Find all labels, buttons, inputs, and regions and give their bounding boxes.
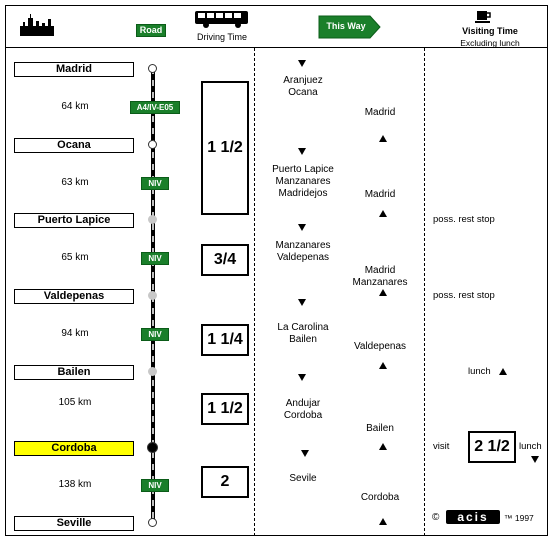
this-way-label: This Way: [326, 21, 366, 31]
city-label-ocana: Ocana: [14, 138, 134, 153]
city-label-madrid: Madrid: [14, 62, 134, 77]
city-label-puerto-lapice: Puerto Lapice: [14, 213, 134, 228]
up-arrow-icon: [379, 443, 387, 450]
road-badge: NIV: [141, 177, 169, 190]
driving-time-box: 2: [201, 466, 249, 498]
driving-time-box: 3/4: [201, 244, 249, 276]
down-arrow-icon: [298, 299, 306, 306]
copyright-symbol: ©: [432, 512, 440, 523]
city-label-valdepenas: Valdepenas: [14, 289, 134, 304]
return-stop: Cordoba: [360, 492, 400, 503]
trademark-year: ™ 1997: [504, 513, 534, 523]
city-node-ocana: [148, 140, 157, 149]
visiting-time-box: 2 1/2: [468, 431, 516, 463]
acis-logo: acis: [446, 510, 500, 524]
city-node-bailen: [148, 367, 157, 376]
header-divider: [6, 47, 547, 48]
city-node-puerto-lapice: [148, 215, 157, 224]
down-arrow-icon: [298, 148, 306, 155]
city-skyline-icon: [20, 14, 54, 36]
city-node-valdepenas: [148, 291, 157, 300]
up-arrow-icon: [379, 210, 387, 217]
visiting-time-subheader: Excluding lunch: [460, 38, 520, 48]
coffee-cup-icon: [475, 11, 491, 23]
return-stop: Bailen: [366, 423, 394, 434]
city-node-madrid: [148, 64, 157, 73]
visiting-time-header: Visiting Time: [462, 26, 518, 36]
up-arrow-icon: [499, 368, 507, 375]
lunch-note: lunch: [468, 366, 491, 377]
leg-distance: 138 km: [58, 479, 92, 490]
city-label-seville: Seville: [14, 516, 134, 531]
driving-time-header: Driving Time: [196, 32, 247, 42]
return-stop: Madrid: [364, 189, 396, 200]
leg-distance: 94 km: [61, 328, 89, 339]
return-stop: Madrid: [364, 107, 396, 118]
city-label-cordoba: Cordoba: [14, 441, 134, 456]
down-arrow-icon: [301, 450, 309, 457]
rest-stop-note: poss. rest stop: [433, 214, 495, 225]
driving-time-box: 1 1/2: [201, 81, 249, 215]
down-arrow-icon: [298, 60, 306, 67]
road-legend-badge: Road: [136, 24, 166, 37]
up-arrow-icon: [379, 518, 387, 525]
column-divider-right: [424, 48, 425, 536]
lunch-note: lunch: [519, 441, 542, 452]
down-arrow-icon: [298, 374, 306, 381]
up-arrow-icon: [379, 289, 387, 296]
driving-time-box: 1 1/2: [201, 393, 249, 425]
road-badge: A4/IV-E05: [130, 101, 180, 114]
leg-distance: 65 km: [61, 252, 89, 263]
road-badge: NIV: [141, 479, 169, 492]
down-arrow-icon: [298, 224, 306, 231]
up-arrow-icon: [379, 362, 387, 369]
leg-distance: 105 km: [58, 397, 92, 408]
this-way-arrow-icon: [318, 15, 381, 39]
outbound-stop: Sevile: [289, 473, 317, 484]
city-label-bailen: Bailen: [14, 365, 134, 380]
column-divider-left: [254, 48, 255, 536]
down-arrow-icon: [531, 456, 539, 463]
driving-time-box: 1 1/4: [201, 324, 249, 356]
road-badge: NIV: [141, 328, 169, 341]
return-stop: Valdepenas: [353, 341, 407, 352]
road-badge: NIV: [141, 252, 169, 265]
leg-distance: 64 km: [61, 101, 89, 112]
leg-distance: 63 km: [61, 177, 89, 188]
visit-note: visit: [433, 441, 450, 452]
city-node-cordoba: [147, 442, 158, 453]
up-arrow-icon: [379, 135, 387, 142]
rest-stop-note: poss. rest stop: [433, 290, 495, 301]
diagram-frame: [5, 5, 548, 536]
bus-icon: [195, 11, 248, 28]
city-node-seville: [148, 518, 157, 527]
